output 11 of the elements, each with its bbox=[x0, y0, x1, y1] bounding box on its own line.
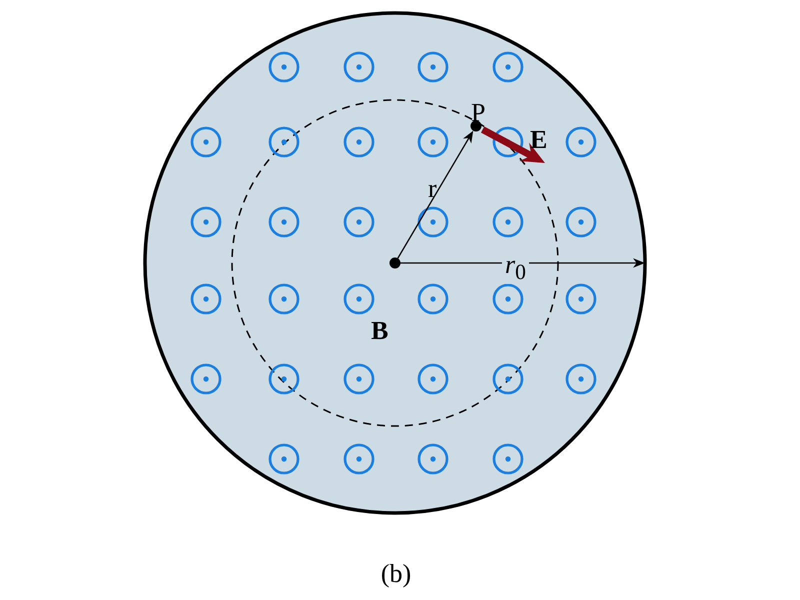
point-label: P bbox=[471, 100, 486, 126]
field-vector-arrow bbox=[480, 126, 545, 163]
radius-arrow bbox=[400, 258, 645, 268]
radius-arrow bbox=[397, 130, 474, 259]
vector-label: E bbox=[530, 127, 548, 153]
field-region-disc bbox=[143, 11, 647, 515]
field-label: B bbox=[371, 318, 388, 344]
point-dot bbox=[470, 120, 482, 132]
center-point bbox=[390, 258, 400, 268]
radius-label: r bbox=[428, 176, 437, 202]
caption: (b) bbox=[380, 561, 412, 587]
